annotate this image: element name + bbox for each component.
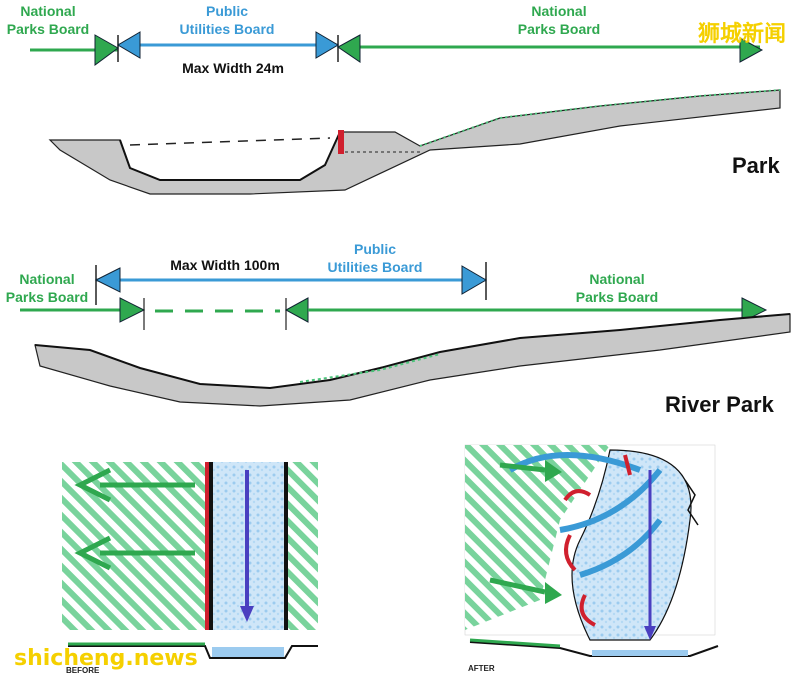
river-park-width-label: Max Width 100m: [170, 257, 280, 273]
river-park-cross-section: [34, 313, 791, 407]
river-park-right-label: National Parks Board: [575, 271, 659, 305]
before-plan: [62, 462, 318, 659]
park-width-label: Max Width 24m: [182, 60, 284, 76]
after-plan: [464, 444, 719, 657]
park-center-label: Public Utilities Board: [179, 3, 275, 37]
river-park-left-label: National Parks Board: [5, 271, 89, 305]
park-left-label: National Parks Board: [6, 3, 90, 37]
watermark-en: shicheng.news: [14, 646, 198, 671]
before-label: BEFORE: [66, 666, 100, 675]
park-cross-section: [48, 89, 781, 195]
park-boundary-lines: [30, 31, 764, 66]
park-right-label: National Parks Board: [517, 3, 601, 37]
river-park-boundary-lines: [20, 262, 768, 330]
after-label: AFTER: [468, 664, 495, 673]
river-park-center-label: Public Utilities Board: [327, 241, 423, 275]
watermark-cn: 狮城新闻: [697, 22, 786, 47]
park-title: Park: [732, 153, 780, 178]
river-park-title: River Park: [665, 392, 774, 417]
